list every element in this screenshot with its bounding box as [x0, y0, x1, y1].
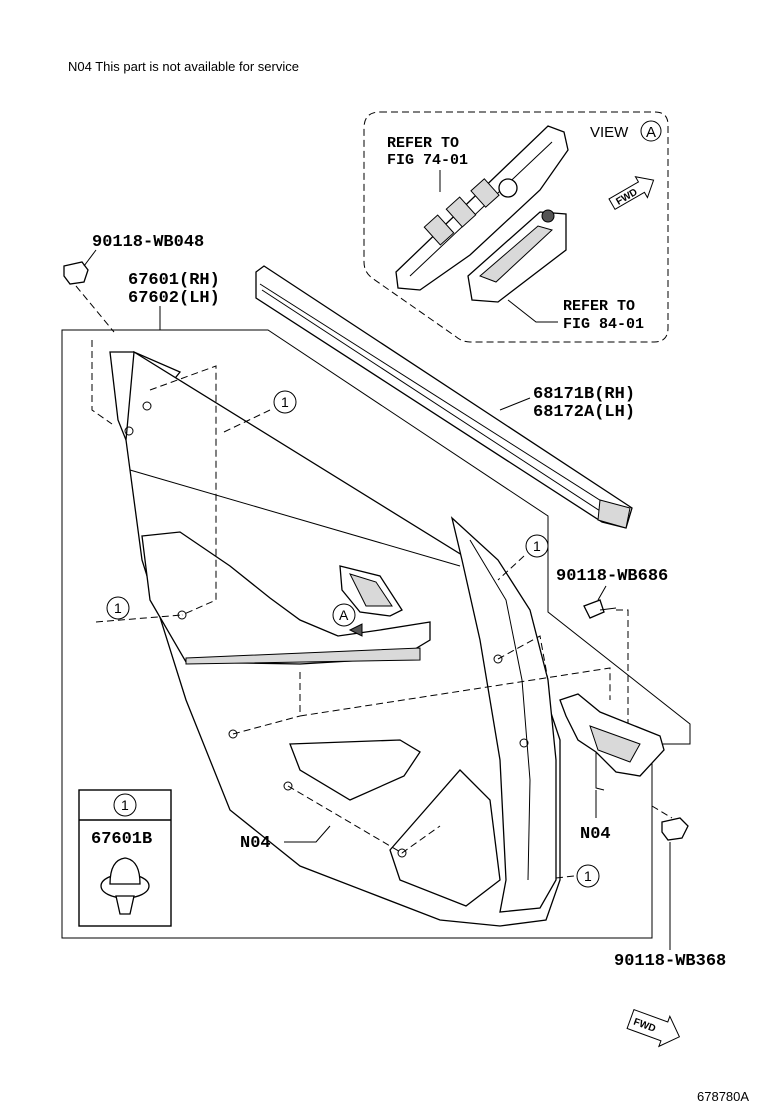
refer-upper-line1: REFER TO: [387, 135, 459, 152]
refer-lower-line1: REFER TO: [563, 298, 635, 315]
legend-box: 1 67601B: [78, 789, 172, 927]
view-letter-circle: [640, 120, 662, 142]
callout-text: 1: [533, 538, 541, 554]
refer-upper-line2: FIG 74-01: [387, 152, 468, 169]
clip-top: [63, 249, 115, 333]
clip-hole: [397, 848, 407, 858]
bracket: [559, 693, 665, 791]
view-letter: A: [646, 124, 656, 141]
panel-rh-label: 67601(RH): [128, 271, 220, 290]
clip-hole: [519, 738, 529, 748]
view-a-marker-arrow: [348, 623, 363, 637]
clip-top-leader: [83, 249, 97, 267]
switch-1: [423, 214, 455, 246]
screw-leader: [597, 585, 607, 601]
view-a-marker-circle: [332, 603, 356, 627]
clip-hole: [124, 426, 134, 436]
push-clip-icon: [100, 857, 150, 915]
weatherstrip-rh-label: 68171B(RH): [533, 385, 635, 404]
view-a-marker-text: A: [339, 607, 349, 623]
figure-number: 678780A: [697, 1089, 750, 1104]
door-trim-panel: [109, 350, 561, 927]
assembly-boundary: [61, 329, 691, 939]
weatherstrip: [255, 265, 633, 529]
service-note: N04 This part is not available for servi…: [68, 59, 299, 74]
clip-hole: [228, 729, 238, 739]
legend-part-number: 67601B: [91, 830, 152, 849]
refer-lower-leader: [507, 299, 558, 323]
clip-top-label: 90118-WB048: [92, 233, 204, 252]
clip-bottom: [651, 805, 689, 950]
lock-knob: [498, 178, 518, 198]
master-switch-keys: [479, 225, 553, 283]
weatherstrip-lh-label: 68172A(LH): [533, 403, 635, 422]
clip-bottom-label: 90118-WB368: [614, 952, 726, 971]
fwd-label-inset: FWD: [614, 187, 639, 208]
switch-2: [445, 196, 477, 228]
callout-text: 1: [114, 600, 122, 616]
master-switch-knob: [541, 209, 555, 223]
callout-circle: [525, 534, 549, 558]
clip-top-dash: [75, 285, 115, 333]
legend-number-circle: [113, 793, 137, 817]
fwd-arrow-bottom: FWD: [626, 1008, 681, 1048]
callout-text: 1: [281, 394, 289, 410]
legend-number: 1: [121, 797, 129, 813]
fwd-arrow-inset: FWD: [608, 176, 655, 211]
n04-left-label: N04: [240, 834, 271, 853]
clip-top-icon: [63, 261, 89, 285]
screw-dash: [616, 609, 629, 738]
switch-3: [470, 178, 500, 208]
panel-lh-label: 67602(LH): [128, 289, 220, 308]
bezel-edge: [409, 141, 553, 277]
refer-lower-line2: FIG 84-01: [563, 316, 644, 333]
screw-icon: [583, 599, 617, 619]
n04-left-leader: [284, 825, 331, 843]
screw-label: 90118-WB686: [556, 567, 668, 586]
callout-text: 1: [584, 868, 592, 884]
callout-circle: [273, 390, 297, 414]
n04-right-label: N04: [580, 825, 611, 844]
clip-guide-lines: [91, 340, 611, 879]
clip-hole: [142, 401, 152, 411]
clip-hole: [493, 654, 503, 664]
clip-hole: [283, 781, 293, 791]
callout-circle: [576, 864, 600, 888]
callouts: 1 1 1 1 A: [106, 390, 600, 888]
view-label: VIEW: [590, 124, 629, 141]
view-a-inset: VIEW A REFER TO FIG 74-01 REFER TO FIG 8…: [363, 111, 669, 343]
callout-circle: [106, 596, 130, 620]
